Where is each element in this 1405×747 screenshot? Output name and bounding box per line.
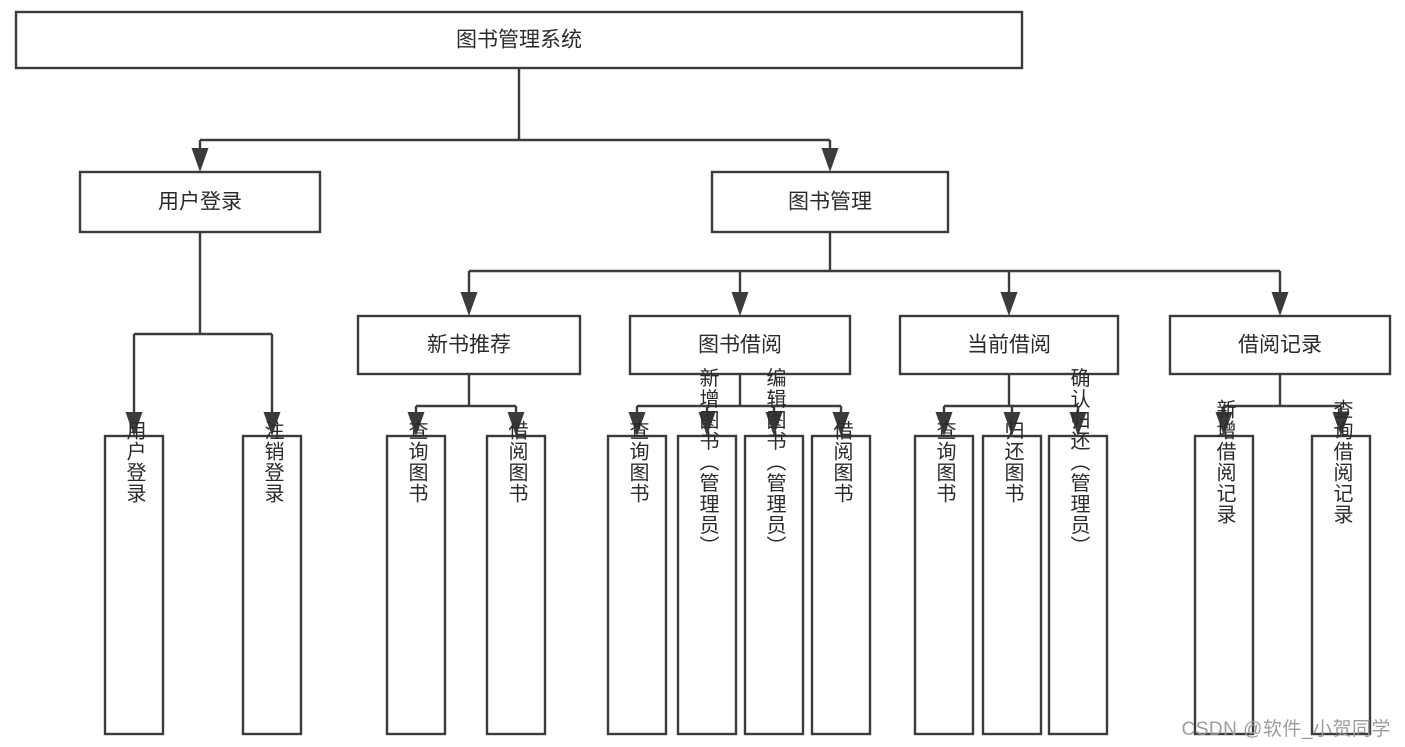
node-leaf-cur-confirm[interactable]: 确认归还（管理员） bbox=[1047, 367, 1109, 736]
arrow-head-icon bbox=[698, 412, 716, 436]
node-label-leaf-cur-confirm: 确认归还（管理员） bbox=[1067, 367, 1090, 556]
node-label-leaf-borrow-add: 新增图书（管理员） bbox=[696, 367, 719, 556]
edge-group-root bbox=[191, 68, 839, 172]
node-label-leaf-rec-borrow: 借阅图书 bbox=[505, 420, 528, 504]
node-box-current-borrow[interactable] bbox=[898, 314, 1120, 376]
arrow-head-icon bbox=[263, 412, 281, 436]
node-leaf-rec-add[interactable]: 新增借阅记录 bbox=[1193, 399, 1255, 736]
arrow-head-icon bbox=[507, 412, 525, 436]
node-leaf-borrow-do[interactable]: 借阅图书 bbox=[810, 420, 872, 736]
node-box-leaf-borrow-query[interactable] bbox=[606, 434, 668, 736]
arrow-head-icon bbox=[935, 412, 953, 436]
arrow-head-icon bbox=[125, 412, 143, 436]
edge-group-borrow-record bbox=[1215, 374, 1350, 436]
node-box-leaf-cur-return[interactable] bbox=[981, 434, 1043, 736]
node-label-leaf-borrow-query: 查询图书 bbox=[626, 420, 649, 504]
arrow-head-icon bbox=[1271, 292, 1289, 316]
arrow-head-icon bbox=[1215, 412, 1233, 436]
node-label-user-login: 用户登录 bbox=[158, 191, 242, 214]
node-box-leaf-cur-confirm[interactable] bbox=[1047, 434, 1109, 736]
edge-group-current-borrow bbox=[935, 374, 1087, 436]
arrow-head-icon bbox=[628, 412, 646, 436]
arrow-head-icon bbox=[731, 292, 749, 316]
node-label-book-manage: 图书管理 bbox=[788, 191, 872, 214]
node-leaf-cur-query[interactable]: 查询图书 bbox=[913, 420, 975, 736]
node-new-book-rec[interactable]: 新书推荐 bbox=[356, 314, 582, 376]
node-label-leaf-rec-search: 查询借阅记录 bbox=[1330, 399, 1353, 525]
node-leaf-rec-search[interactable]: 查询借阅记录 bbox=[1310, 399, 1372, 736]
node-label-leaf-logout: 注销登录 bbox=[261, 420, 284, 504]
edge-group-book-manage bbox=[460, 232, 1289, 316]
node-root[interactable]: 图书管理系统 bbox=[14, 10, 1024, 70]
arrow-head-icon bbox=[1003, 412, 1021, 436]
node-label-leaf-cur-query: 查询图书 bbox=[933, 420, 956, 504]
node-leaf-borrow-query[interactable]: 查询图书 bbox=[606, 420, 668, 736]
node-label-leaf-borrow-edit: 编辑图书（管理员） bbox=[763, 367, 786, 556]
node-leaf-cur-return[interactable]: 归还图书 bbox=[981, 420, 1043, 736]
node-box-leaf-borrow-do[interactable] bbox=[810, 434, 872, 736]
node-box-book-borrow[interactable] bbox=[628, 314, 852, 376]
node-book-borrow[interactable]: 图书借阅 bbox=[628, 314, 852, 376]
node-label-borrow-record: 借阅记录 bbox=[1238, 334, 1322, 357]
arrow-head-icon bbox=[1069, 412, 1087, 436]
node-label-new-book-rec: 新书推荐 bbox=[427, 334, 511, 357]
arrow-head-icon bbox=[1332, 412, 1350, 436]
node-user-login[interactable]: 用户登录 bbox=[78, 170, 322, 234]
node-label-leaf-borrow-do: 借阅图书 bbox=[830, 420, 853, 504]
node-box-new-book-rec[interactable] bbox=[356, 314, 582, 376]
node-box-leaf-rec-query[interactable] bbox=[385, 434, 447, 736]
arrow-head-icon bbox=[765, 412, 783, 436]
node-box-user-login[interactable] bbox=[78, 170, 322, 234]
edge-group-new-book-rec bbox=[407, 374, 525, 436]
node-leaf-borrow-edit[interactable]: 编辑图书（管理员） bbox=[743, 367, 805, 736]
node-label-book-borrow: 图书借阅 bbox=[698, 334, 782, 357]
node-leaf-rec-query[interactable]: 查询图书 bbox=[385, 420, 447, 736]
node-label-current-borrow: 当前借阅 bbox=[967, 334, 1051, 357]
node-box-leaf-borrow-add[interactable] bbox=[676, 434, 738, 736]
node-box-leaf-rec-add[interactable] bbox=[1193, 434, 1255, 736]
node-label-leaf-rec-add: 新增借阅记录 bbox=[1213, 399, 1236, 525]
edge-group-book-borrow bbox=[628, 374, 850, 436]
node-label-leaf-rec-query: 查询图书 bbox=[405, 420, 428, 504]
node-label-leaf-user-login: 用户登录 bbox=[123, 420, 146, 504]
arrow-head-icon bbox=[191, 148, 209, 172]
arrow-head-icon bbox=[407, 412, 425, 436]
arrow-head-icon bbox=[460, 292, 478, 316]
node-leaf-logout[interactable]: 注销登录 bbox=[241, 420, 303, 736]
node-borrow-record[interactable]: 借阅记录 bbox=[1168, 314, 1392, 376]
arrow-head-icon bbox=[1000, 292, 1018, 316]
node-book-manage[interactable]: 图书管理 bbox=[710, 170, 950, 234]
node-current-borrow[interactable]: 当前借阅 bbox=[898, 314, 1120, 376]
node-box-leaf-cur-query[interactable] bbox=[913, 434, 975, 736]
node-box-leaf-borrow-edit[interactable] bbox=[743, 434, 805, 736]
node-box-leaf-rec-search[interactable] bbox=[1310, 434, 1372, 736]
node-label-leaf-cur-return: 归还图书 bbox=[1001, 420, 1024, 504]
node-box-leaf-rec-borrow[interactable] bbox=[485, 434, 547, 736]
arrow-head-icon bbox=[832, 412, 850, 436]
node-box-root[interactable] bbox=[14, 10, 1024, 70]
node-box-book-manage[interactable] bbox=[710, 170, 950, 234]
node-leaf-user-login[interactable]: 用户登录 bbox=[103, 420, 165, 736]
node-leaf-borrow-add[interactable]: 新增图书（管理员） bbox=[676, 367, 738, 736]
node-box-leaf-user-login[interactable] bbox=[103, 434, 165, 736]
node-box-borrow-record[interactable] bbox=[1168, 314, 1392, 376]
node-leaf-rec-borrow[interactable]: 借阅图书 bbox=[485, 420, 547, 736]
connector-layer bbox=[125, 68, 1350, 436]
edge-group-user-login bbox=[125, 232, 281, 436]
node-box-leaf-logout[interactable] bbox=[241, 434, 303, 736]
node-label-root: 图书管理系统 bbox=[456, 29, 582, 52]
node-layer: 图书管理系统用户登录图书管理新书推荐图书借阅当前借阅借阅记录用户登录注销登录查询… bbox=[14, 10, 1392, 736]
arrow-head-icon bbox=[821, 148, 839, 172]
